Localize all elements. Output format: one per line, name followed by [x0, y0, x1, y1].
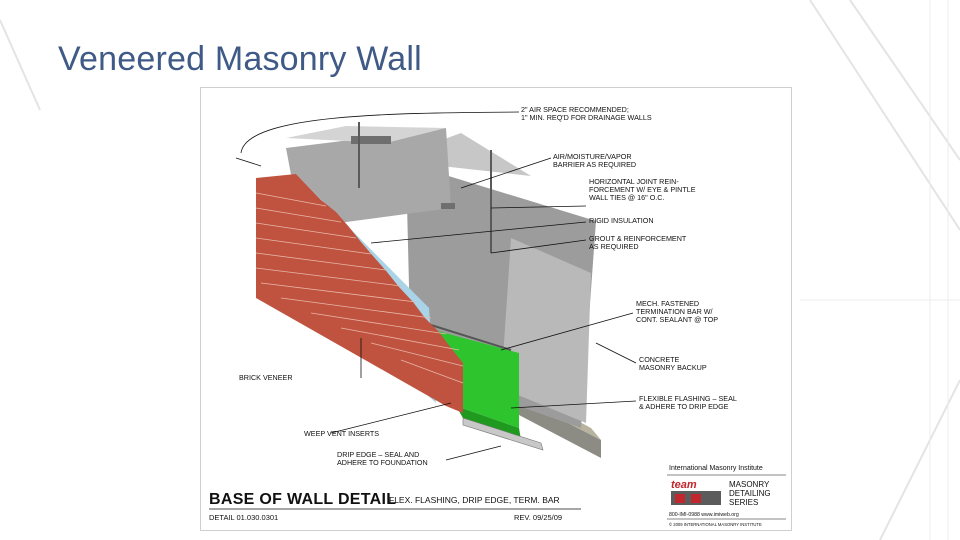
- cmu-cores: [351, 136, 391, 144]
- imi-organization: International Masonry Institute: [669, 465, 763, 472]
- callout-flashing: FLEXIBLE FLASHING – SEAL & ADHERE TO DRI…: [639, 394, 737, 411]
- callout-drip-edge: DRIP EDGE – SEAL AND ADHERE TO FOUNDATIO…: [337, 450, 428, 467]
- brick-joints: [255, 192, 464, 384]
- imi-series-name: MASONRY DETAILING SERIES: [729, 480, 771, 507]
- cmu-upper-top: [286, 126, 446, 143]
- callout-brick-veneer: BRICK VENEER: [239, 373, 293, 382]
- imi-contact: 800-IMI-0988 www.imiweb.org: [669, 512, 739, 518]
- imi-logo-mark: [675, 494, 685, 503]
- callout-cmu: CONCRETE MASONRY BACKUP: [639, 355, 707, 372]
- callout-weep-vents: WEEP VENT INSERTS: [304, 429, 380, 438]
- cmu-cores: [441, 203, 455, 209]
- leader-lines: [235, 111, 637, 461]
- slide-title: Veneered Masonry Wall: [58, 40, 422, 78]
- base-of-wall-detail-figure: 2" AIR SPACE RECOMMENDED; 1" MIN. REQ'D …: [200, 87, 792, 531]
- detail-revision: REV. 09/25/09: [514, 513, 563, 522]
- detail-number: DETAIL 01.030.0301: [209, 513, 279, 522]
- imi-logo-mark: [691, 494, 701, 503]
- callout-barrier: AIR/MOISTURE/VAPOR BARRIER AS REQUIRED: [553, 152, 637, 169]
- wall-section-drawing: [209, 111, 786, 520]
- callout-air-space: 2" AIR SPACE RECOMMENDED; 1" MIN. REQ'D …: [521, 105, 652, 122]
- imi-copyright: © 2009 INTERNATIONAL MASONRY INSTITUTE: [669, 522, 762, 527]
- drip-edge: [462, 417, 544, 451]
- callout-joint-reinforcement: HORIZONTAL JOINT REIN- FORCEMENT W/ EYE …: [589, 177, 696, 202]
- callout-grout: GROUT & REINFORCEMENT AS REQUIRED: [589, 234, 687, 251]
- callout-termination-bar: MECH. FASTENED TERMINATION BAR W/ CONT. …: [636, 299, 718, 324]
- cmu-upper: [286, 128, 451, 228]
- cmu-end: [501, 238, 591, 423]
- imi-team-logo: team: [671, 479, 697, 491]
- detail-title: BASE OF WALL DETAIL: [209, 491, 397, 508]
- callout-rigid-insulation: RIGID INSULATION: [589, 216, 654, 225]
- detail-subtitle: FLEX. FLASHING, DRIP EDGE, TERM. BAR: [389, 495, 560, 505]
